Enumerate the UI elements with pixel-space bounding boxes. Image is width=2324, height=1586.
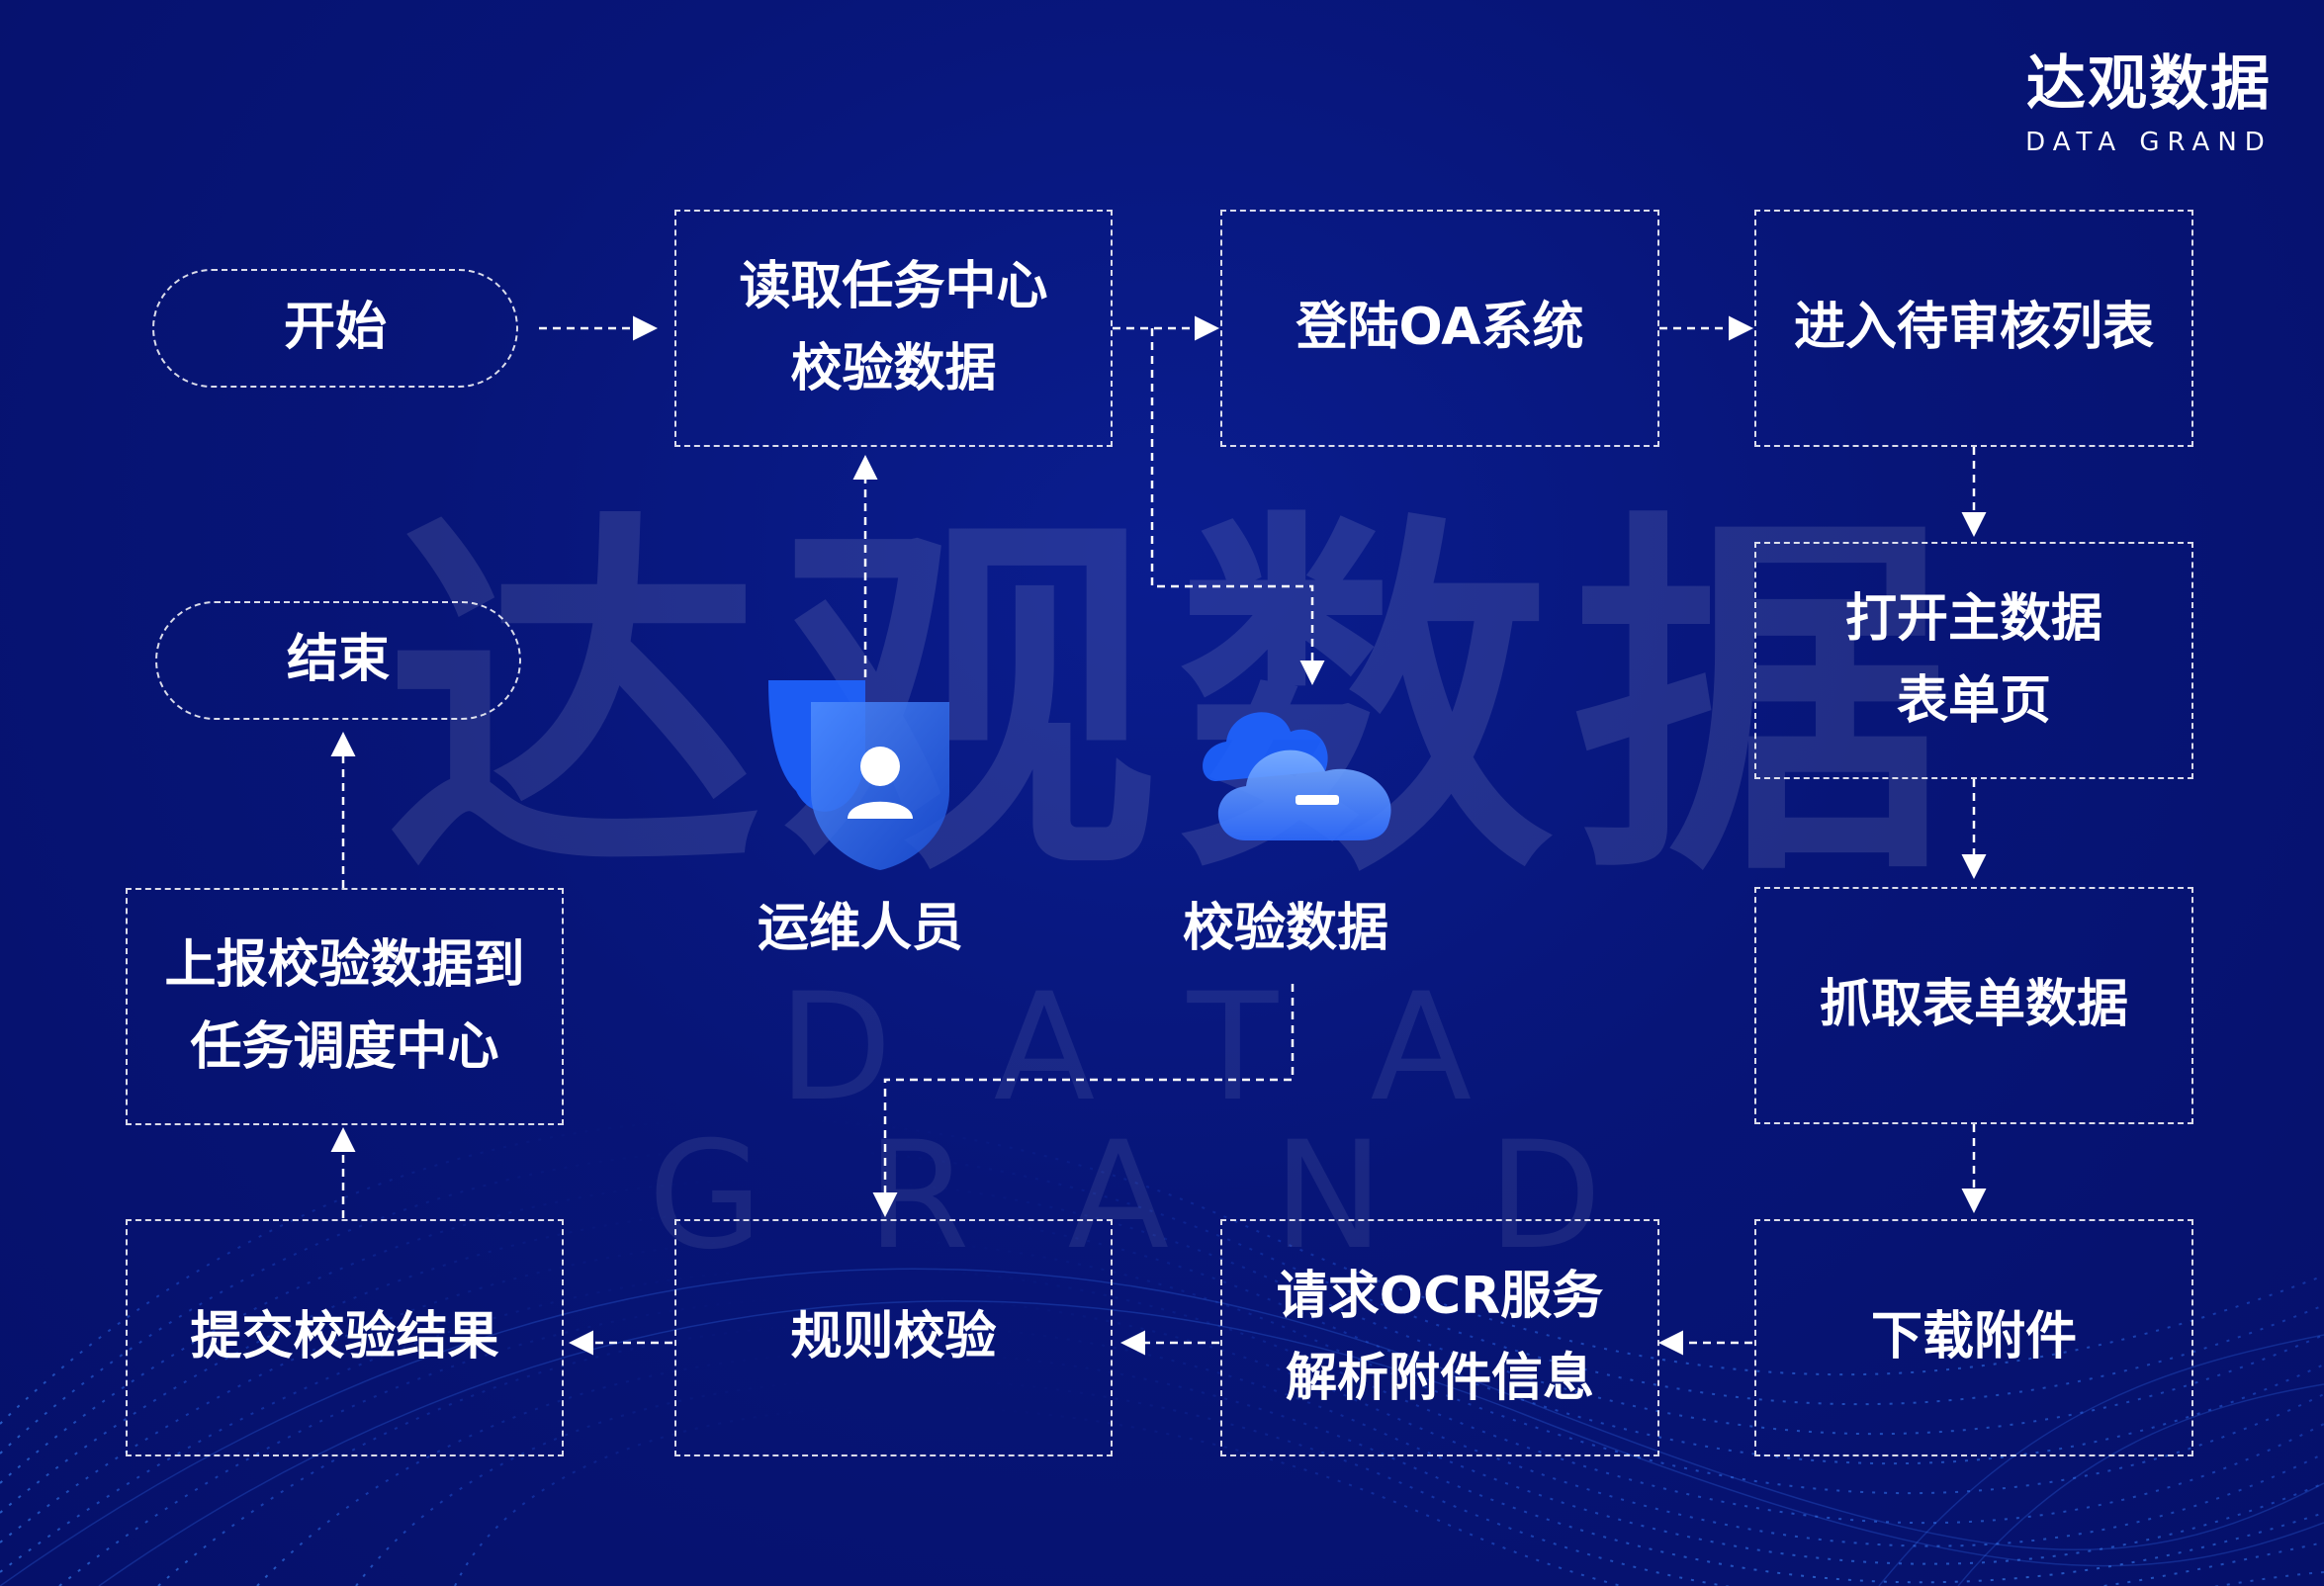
arrow-read-to-check [1150,328,1325,685]
submit-node: 提交校验结果 [126,1219,564,1456]
watermark-en: DATA GRAND [648,962,1706,1282]
download-node: 下载附件 [1754,1219,2193,1456]
ocr-node: 请求OCR服务 解析附件信息 [1220,1219,1659,1456]
arrow-check-to-rule [872,984,1295,1217]
cloud-icon [1203,712,1391,840]
watermark-cn: 达观数据 [386,483,1968,921]
end-node: 结束 [155,601,521,720]
open-form-node: 打开主数据 表单页 [1754,542,2193,779]
rule-check-node: 规则校验 [674,1219,1113,1456]
login-oa-node: 登陆OA系统 [1220,210,1659,447]
enter-list-node: 进入待审核列表 [1754,210,2193,447]
operator-label: 运维人员 [757,899,963,958]
user-shield-icon [768,680,949,870]
read-task-node: 读取任务中心 校验数据 [674,210,1113,447]
grab-form-node: 抓取表单数据 [1754,887,2193,1124]
logo-cn: 达观数据 [2026,49,2272,119]
logo-en: DATA GRAND [2025,128,2273,157]
start-node: 开始 [152,269,518,388]
logo: 达观数据 DATA GRAND [2020,54,2278,155]
check-data-label: 校验数据 [1182,899,1388,958]
report-node: 上报校验数据到 任务调度中心 [126,888,564,1125]
